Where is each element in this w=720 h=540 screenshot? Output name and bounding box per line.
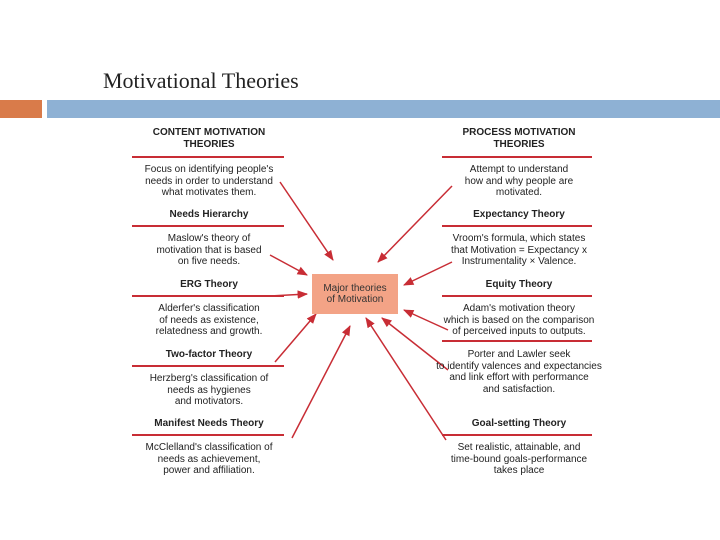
right-theory-2-name: Equity Theory bbox=[485, 279, 553, 290]
center-box: Major theories of Motivation bbox=[312, 274, 398, 314]
left-heading: CONTENT MOTIVATION THEORIES bbox=[152, 127, 266, 150]
right-rule-5 bbox=[442, 434, 592, 436]
right-theory-1-name: Expectancy Theory bbox=[473, 209, 565, 220]
left-rule-3 bbox=[132, 295, 284, 297]
arrow-goal-setting bbox=[365, 317, 447, 441]
left-theory-1-desc: Maslow's theory of motivation that is ba… bbox=[156, 233, 262, 267]
arrow-content-intro bbox=[279, 181, 334, 261]
right-rule-2 bbox=[442, 225, 592, 227]
right-theory-3-desc: Porter and Lawler seek to identify valen… bbox=[436, 349, 602, 395]
left-rule-5 bbox=[132, 434, 284, 436]
arrow-two-factor bbox=[274, 313, 317, 363]
left-theory-3-name: Two-factor Theory bbox=[165, 349, 253, 360]
right-theory-2-desc: Adam's motivation theory which is based … bbox=[443, 303, 595, 337]
right-theory-1-desc: Vroom's formula, which states that Motiv… bbox=[451, 233, 587, 267]
left-theory-4-name: Manifest Needs Theory bbox=[154, 418, 264, 429]
left-theory-1-name: Needs Hierarchy bbox=[169, 209, 249, 220]
right-theory-4-name: Goal-setting Theory bbox=[471, 418, 567, 429]
left-theory-2-desc: Alderfer's classification of needs as ex… bbox=[155, 303, 263, 337]
left-rule-1 bbox=[132, 156, 284, 158]
arrow-porter-lawler bbox=[381, 317, 449, 371]
right-rule-4 bbox=[442, 340, 592, 342]
right-theory-4-desc: Set realistic, attainable, and time-boun… bbox=[450, 442, 588, 476]
arrow-equity bbox=[403, 309, 449, 331]
arrow-manifest-needs bbox=[291, 325, 351, 439]
left-rule-4 bbox=[132, 365, 284, 367]
center-line-2: of Motivation bbox=[326, 294, 384, 305]
arrow-expectancy bbox=[403, 261, 453, 286]
right-rule-1 bbox=[442, 156, 592, 158]
left-intro: Focus on identifying people's needs in o… bbox=[144, 164, 274, 198]
right-intro: Attempt to understand how and why people… bbox=[464, 164, 574, 198]
left-theory-3-desc: Herzberg's classification of needs as hy… bbox=[149, 373, 269, 407]
right-heading: PROCESS MOTIVATION THEORIES bbox=[462, 127, 576, 150]
center-line-1: Major theories bbox=[323, 282, 387, 294]
arrow-process-intro bbox=[377, 185, 453, 263]
left-theory-4-desc: McClelland's classification of needs as … bbox=[145, 442, 273, 476]
left-rule-2 bbox=[132, 225, 284, 227]
accent-bar-orange bbox=[0, 100, 42, 118]
slide-title: Motivational Theories bbox=[103, 68, 299, 93]
arrow-needs-hierarchy bbox=[269, 254, 308, 276]
accent-bar-blue bbox=[47, 100, 720, 118]
left-theory-2-name: ERG Theory bbox=[180, 279, 238, 290]
right-rule-3 bbox=[442, 295, 592, 297]
